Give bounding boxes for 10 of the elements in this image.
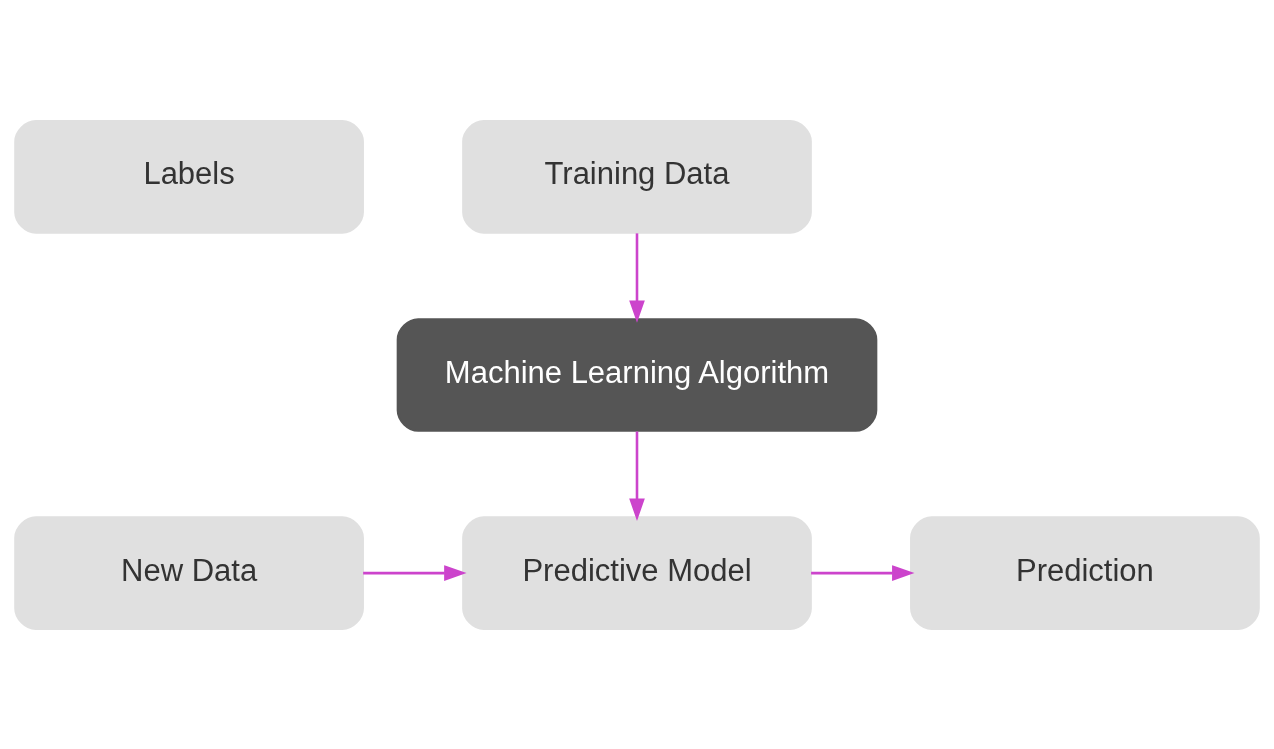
arrow	[629, 232, 645, 323]
node-box: Training Data	[462, 119, 812, 234]
node-box: New Data	[14, 515, 364, 630]
node-box: Prediction	[910, 515, 1260, 630]
arrow	[363, 564, 467, 581]
node-box: Machine Learning Algorithm	[396, 317, 878, 432]
node-box: Predictive Model	[462, 515, 812, 630]
node-box: Labels	[14, 119, 364, 234]
arrow	[629, 430, 645, 521]
arrow	[811, 564, 915, 581]
